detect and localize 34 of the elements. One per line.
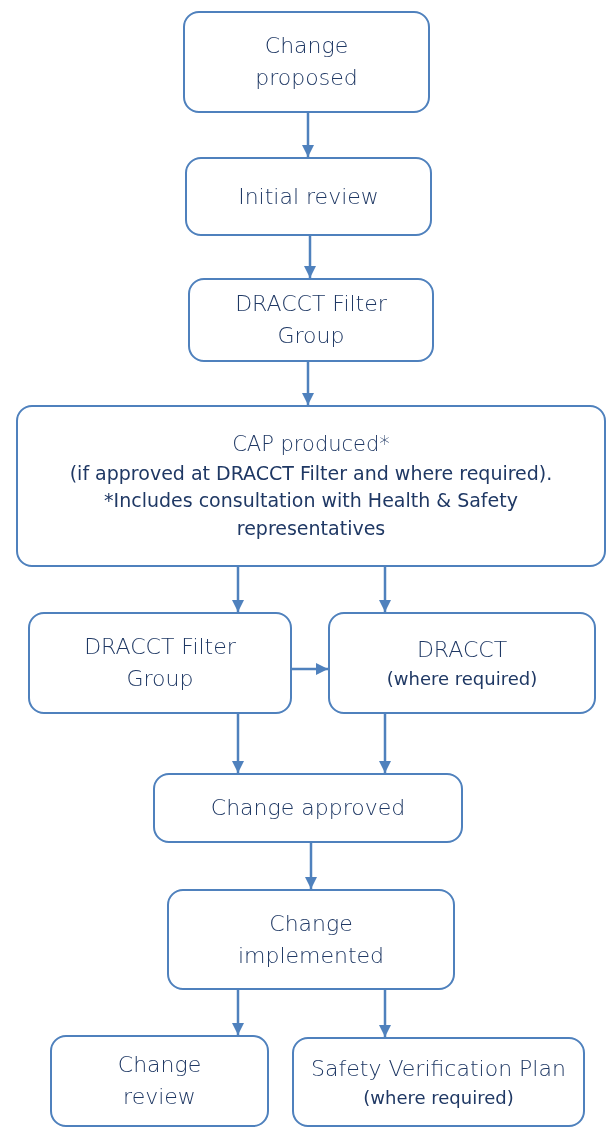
arrow <box>231 567 245 612</box>
box-title: Change approved <box>210 794 406 823</box>
process-box <box>328 612 596 714</box>
arrow <box>378 714 392 773</box>
process-box <box>183 11 430 113</box>
box-title: DRACCT Filter Group <box>234 290 388 350</box>
box-note: (if approved at DRACCT Filter and where required). *Includes consultation with Health & Safety representatives <box>68 460 554 541</box>
box-title: Change implemented <box>236 909 386 970</box>
arrow <box>231 714 245 773</box>
arrow <box>231 990 245 1035</box>
arrow <box>378 990 392 1037</box>
process-box <box>153 773 463 843</box>
box-title: Initial review <box>238 182 379 211</box>
arrow <box>304 843 318 889</box>
arrow <box>301 362 315 405</box>
box-title: Change proposed <box>254 32 359 92</box>
process-box <box>292 1037 585 1127</box>
process-box <box>16 405 606 567</box>
process-box <box>167 889 455 990</box>
arrow <box>378 567 392 612</box>
arrow <box>303 236 317 278</box>
box-title: DRACCT Filter Group <box>83 633 237 693</box>
arrow <box>301 113 315 157</box>
process-box <box>185 157 432 236</box>
box-title: Safety Verification Plan <box>311 1055 566 1083</box>
box-note: (where required) <box>363 1085 514 1110</box>
box-title: Change review <box>116 1051 203 1111</box>
process-box <box>50 1035 269 1127</box>
box-note: (where required) <box>386 666 538 691</box>
arrow <box>292 662 328 676</box>
box-title: DRACCT <box>416 636 508 664</box>
process-box <box>188 278 434 362</box>
box-title: CAP produced* <box>232 431 390 459</box>
process-box <box>28 612 292 714</box>
